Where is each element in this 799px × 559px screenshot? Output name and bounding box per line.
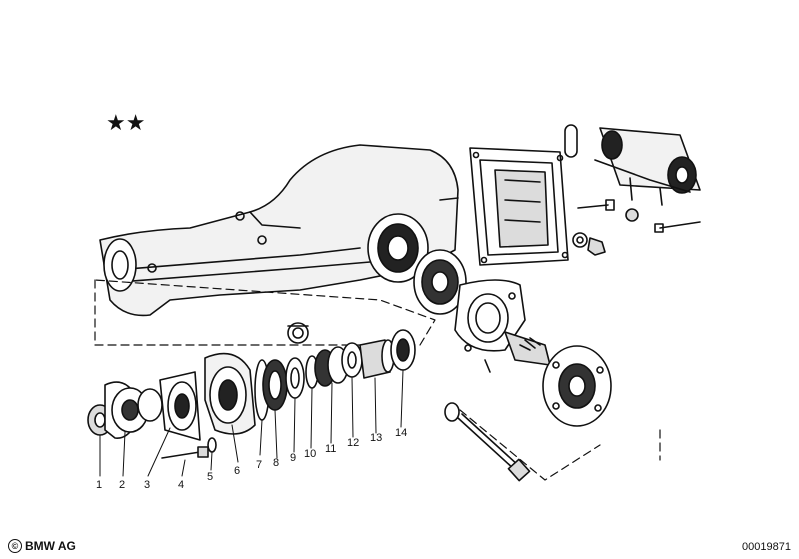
part-label-6: 6 [234, 465, 240, 477]
differential-housing [99, 144, 459, 317]
rubber-mount [564, 124, 701, 206]
long-bolt [444, 402, 531, 482]
part-8-bearing [262, 359, 288, 411]
part-label-13: 13 [370, 432, 382, 444]
part-label-8: 8 [273, 457, 279, 469]
part-label-7: 7 [256, 459, 262, 471]
rear-cover [469, 147, 569, 266]
part-label-11: 11 [325, 443, 336, 455]
part-label-3: 3 [144, 479, 150, 491]
assembly-lines [94, 279, 661, 481]
copyright-text: BMW AG [25, 539, 76, 553]
part-label-2: 2 [119, 479, 125, 491]
part-12-ring [341, 342, 363, 378]
shaft-seal-upper [287, 322, 309, 344]
part-3-shaft-flange [137, 371, 201, 441]
fasteners-right [572, 199, 701, 256]
leader-lines [99, 369, 404, 477]
part-14-bearing [390, 329, 416, 371]
part-label-4: 4 [178, 479, 184, 491]
part-label-14: 14 [395, 427, 407, 439]
star-marker: ★★ [106, 111, 145, 136]
part-13-spacer [359, 339, 395, 379]
part-label-1: 1 [96, 479, 102, 491]
output-flange [504, 331, 612, 427]
part-label-5: 5 [207, 471, 213, 483]
diagram-code: 00019871 [742, 541, 791, 553]
part-label-9: 9 [290, 452, 296, 464]
part-label-10: 10 [304, 448, 316, 460]
part-label-12: 12 [347, 437, 359, 449]
part-5-washer [207, 437, 217, 453]
copyright-symbol: © [8, 539, 22, 553]
part-6-housing-cover [204, 352, 256, 435]
pinion-flange [413, 249, 526, 373]
copyright-notice: © BMW AG [8, 539, 76, 553]
part-labels: 1 2 3 4 5 6 7 8 9 10 11 12 13 14 [96, 427, 407, 491]
part-9-race [285, 357, 305, 399]
part-4-bolt [161, 446, 209, 459]
